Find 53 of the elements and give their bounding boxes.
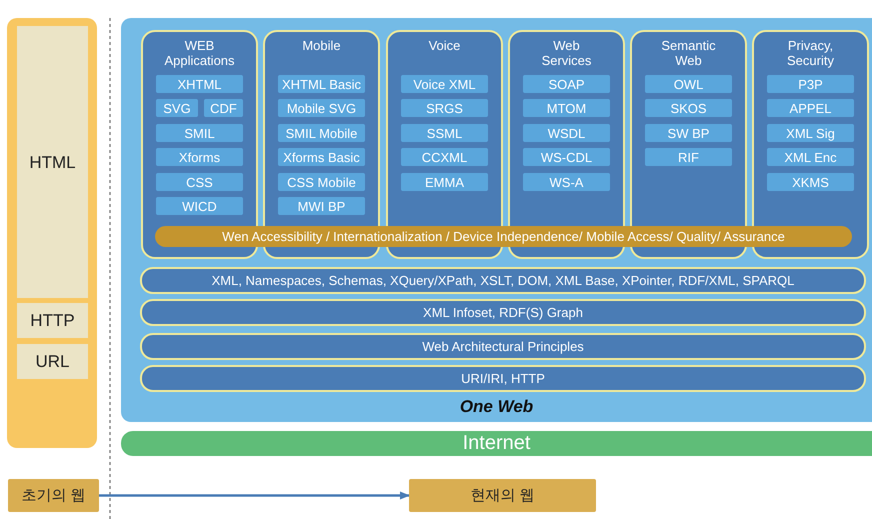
layer-bar: URI/IRI, HTTP	[140, 365, 866, 392]
protocol-box: URL	[17, 344, 88, 379]
layer-bar: Web Architectural Principles	[140, 333, 866, 360]
era-box: 초기의 웹	[8, 479, 99, 512]
spec-tag: WSDL	[523, 124, 610, 142]
platform-panel	[121, 18, 872, 422]
spec-tag: SRGS	[401, 99, 488, 117]
spec-tag: Mobile SVG	[278, 99, 365, 117]
spec-tag: SMIL Mobile	[278, 124, 365, 142]
arrow	[99, 492, 410, 500]
layer-bar: XML Infoset, RDF(S) Graph	[140, 299, 866, 326]
layer-bar: XML, Namespaces, Schemas, XQuery/XPath, XSLT, DOM, XML Base, XPointer, RDF/XML, SPARQL	[140, 267, 866, 294]
spec-tag: Voice XML	[401, 75, 488, 93]
internet-bar: Internet	[121, 431, 872, 456]
spec-tag: SSML	[401, 124, 488, 142]
spec-tag: SMIL	[156, 124, 243, 142]
spec-tag: XML Enc	[767, 148, 854, 166]
spec-tag: SKOS	[645, 99, 732, 117]
spec-tag: CSS	[156, 173, 243, 191]
panel-heading: Semantic Web	[660, 38, 717, 68]
spec-tag: MTOM	[523, 99, 610, 117]
panel-heading: WEB Applications	[163, 38, 236, 68]
spec-tag: OWL	[645, 75, 732, 93]
spec-tag: CDF	[204, 99, 243, 117]
era-box: 현재의 웹	[409, 479, 596, 512]
spec-tag: APPEL	[767, 99, 854, 117]
protocol-box: HTML	[17, 26, 88, 298]
spec-tag: WS-CDL	[523, 148, 610, 166]
spec-tag: Xforms Basic	[278, 148, 365, 166]
spec-tag: CSS Mobile	[278, 173, 365, 191]
spec-tag: XML Sig	[767, 124, 854, 142]
platform-title: One Web	[458, 397, 534, 417]
spec-tag: WS-A	[523, 173, 610, 191]
spec-tag: RIF	[645, 148, 732, 166]
spec-tag: XHTML	[156, 75, 243, 93]
spec-tag: WICD	[156, 197, 243, 215]
protocol-box: HTTP	[17, 303, 88, 338]
spec-tag: P3P	[767, 75, 854, 93]
spec-tag: SVG	[156, 99, 198, 117]
cross-cutting-band: Wen Accessibility / Internationalization / Device Independence/ Mobile Access/ Quality/ Assurance	[155, 226, 852, 247]
panel-heading: Web Services	[540, 38, 592, 68]
spec-tag: Xforms	[156, 148, 243, 166]
panel-heading: Privacy, Security	[786, 38, 835, 68]
spec-tag: SW BP	[645, 124, 732, 142]
spec-tag: EMMA	[401, 173, 488, 191]
spec-tag: MWI BP	[278, 197, 365, 215]
side-panel	[7, 18, 97, 448]
spec-tag: XKMS	[767, 173, 854, 191]
panel-heading: Voice	[428, 38, 462, 53]
spec-tag: SOAP	[523, 75, 610, 93]
panel-heading: Mobile	[301, 38, 342, 53]
spec-tag: CCXML	[401, 148, 488, 166]
spec-tag: XHTML Basic	[278, 75, 365, 93]
